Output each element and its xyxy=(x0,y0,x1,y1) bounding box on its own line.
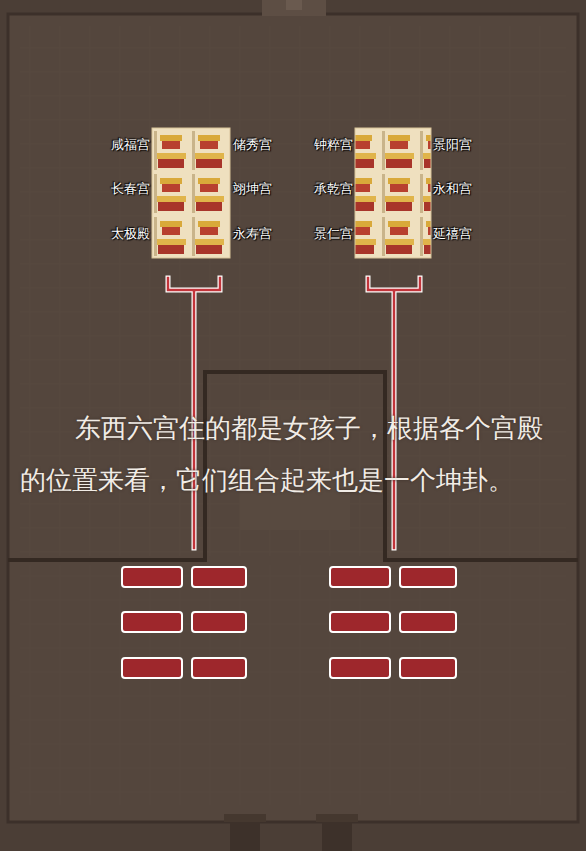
palace-label: 永和宫 xyxy=(433,181,472,197)
palace-label: 钟粹宫 xyxy=(314,137,353,153)
palace-label: 景阳宫 xyxy=(433,137,472,153)
palace-label: 长春宫 xyxy=(111,181,150,197)
palace-label: 景仁宫 xyxy=(314,226,353,242)
palace-label: 咸福宫 xyxy=(111,137,150,153)
palace-label: 太极殿 xyxy=(111,226,150,242)
explanation-note: 东西六宫住的都是女孩子，根据各个宫殿的位置来看，它们组合起来也是一个坤卦。 xyxy=(20,402,552,506)
palace-label: 承乾宫 xyxy=(314,181,353,197)
palace-label: 延禧宫 xyxy=(433,226,472,242)
palace-label: 翊坤宫 xyxy=(233,181,272,197)
palace-label: 储秀宫 xyxy=(233,137,272,153)
palace-label: 永寿宫 xyxy=(233,226,272,242)
